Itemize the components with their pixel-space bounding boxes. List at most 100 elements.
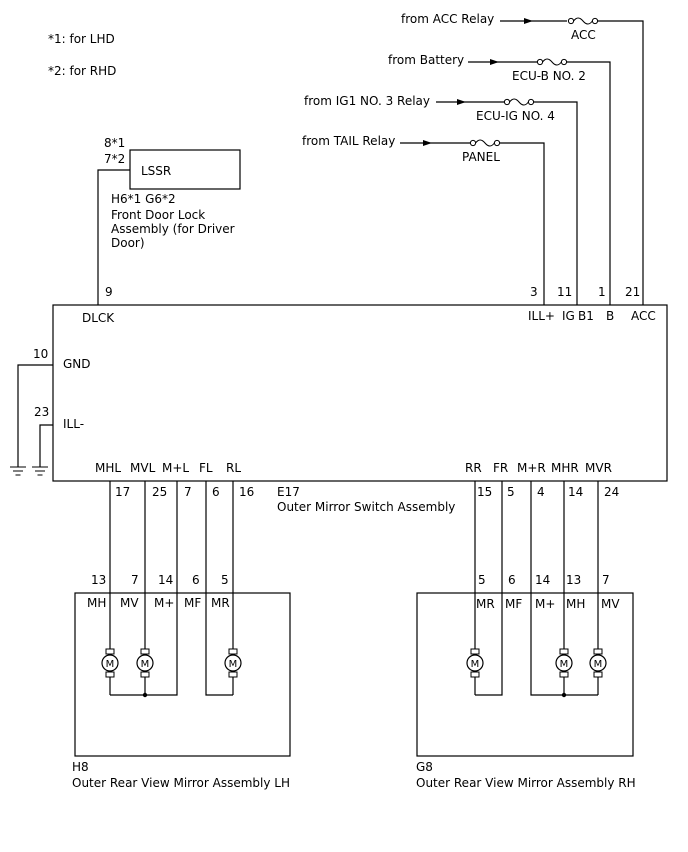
mirror-lh-code: H8: [72, 760, 89, 774]
lh-term-mr: MR: [211, 596, 230, 610]
term-fr: FR: [493, 461, 508, 475]
motor-lh-mr-symbol: M: [229, 659, 238, 670]
pin-11: 11: [557, 285, 572, 299]
pin-3: 3: [530, 285, 538, 299]
source-ig1-relay: from IG1 NO. 3 Relay: [304, 94, 430, 108]
mirror-lh-name: Outer Rear View Mirror Assembly LH: [72, 776, 290, 790]
pin-1: 1: [598, 285, 606, 299]
tail-feed-wire: [400, 139, 545, 305]
rh-term-mh: MH: [566, 597, 585, 611]
term-mvr: MVR: [585, 461, 612, 475]
door-lock-name-3: Door): [111, 236, 145, 250]
mirror-rh-code: G8: [416, 760, 433, 774]
motor-rh-mh: M: [555, 648, 573, 678]
lssr-label: LSSR: [141, 164, 171, 178]
term-mhl: MHL: [95, 461, 121, 475]
lh-pin-13: 13: [91, 573, 106, 587]
term-b1: B1: [578, 309, 594, 323]
pin-9: 9: [105, 285, 113, 299]
pin-17: 17: [115, 485, 130, 499]
motor-lh-mh-symbol: M: [106, 659, 115, 670]
lh-term-mv: MV: [120, 596, 139, 610]
rh-term-mf: MF: [505, 597, 522, 611]
mirror-rh-name: Outer Rear View Mirror Assembly RH: [416, 776, 636, 790]
motor-rh-mr-symbol: M: [471, 659, 480, 670]
ig-feed-wire: [436, 98, 578, 305]
term-rl: RL: [226, 461, 241, 475]
door-lock-name-2: Assembly (for Driver: [111, 222, 235, 236]
rh-mirror-wiring: [474, 481, 599, 698]
fuse-ecu-ig-label: ECU-IG NO. 4: [476, 109, 555, 123]
rh-pin-6: 6: [508, 573, 516, 587]
motor-rh-mr: M: [466, 648, 484, 678]
switch-name: Outer Mirror Switch Assembly: [277, 500, 455, 514]
fuse-ecu-b-label: ECU-B NO. 2: [512, 69, 586, 83]
pin-7: 7: [184, 485, 192, 499]
term-m-plus-r: M+R: [517, 461, 546, 475]
rh-pin-14: 14: [535, 573, 550, 587]
term-m-plus-l: M+L: [162, 461, 189, 475]
rh-pin-13: 13: [566, 573, 581, 587]
motor-lh-mv: M: [136, 648, 154, 678]
acc-feed-wire: [500, 17, 644, 305]
pin-25: 25: [152, 485, 167, 499]
dlck-wire: [97, 169, 130, 305]
fuse-acc-label: ACC: [571, 28, 596, 42]
pin-10: 10: [33, 347, 48, 361]
term-fl: FL: [199, 461, 213, 475]
rh-term-mr: MR: [476, 597, 495, 611]
lh-term-mf: MF: [184, 596, 201, 610]
motor-rh-mh-symbol: M: [560, 659, 569, 670]
motor-lh-mh: M: [101, 648, 119, 678]
term-ill-minus: ILL-: [63, 417, 84, 431]
lh-pin-5: 5: [221, 573, 229, 587]
lssr-pin-lhd: 8*1: [104, 136, 125, 150]
ill-minus-wire: [32, 424, 53, 476]
pin-15: 15: [477, 485, 492, 499]
front-door-lock-box: [129, 149, 241, 190]
lssr-pin-rhd: 7*2: [104, 152, 125, 166]
source-acc-relay: from ACC Relay: [401, 12, 494, 26]
term-mvl: MVL: [130, 461, 156, 475]
term-gnd: GND: [63, 357, 91, 371]
door-lock-name-1: Front Door Lock: [111, 208, 205, 222]
note-rhd: *2: for RHD: [48, 64, 116, 78]
term-rr: RR: [465, 461, 482, 475]
door-lock-code: H6*1 G6*2: [111, 192, 176, 206]
gnd-wire: [10, 364, 53, 476]
note-lhd: *1: for LHD: [48, 32, 115, 46]
term-ill-plus: ILL+: [528, 309, 555, 323]
term-dlck: DLCK: [82, 311, 115, 325]
pin-14: 14: [568, 485, 583, 499]
motor-lh-mv-symbol: M: [141, 659, 150, 670]
lh-term-m-plus: M+: [154, 596, 174, 610]
lh-term-mh: MH: [87, 596, 106, 610]
motor-lh-mr: M: [224, 648, 242, 678]
source-tail-relay: from TAIL Relay: [302, 134, 395, 148]
term-acc: ACC: [631, 309, 656, 323]
lh-pin-14: 14: [158, 573, 173, 587]
pin-5: 5: [507, 485, 515, 499]
pin-21: 21: [625, 285, 640, 299]
rh-term-m-plus: M+: [535, 597, 555, 611]
battery-feed-wire: [468, 58, 611, 305]
motor-rh-mv: M: [589, 648, 607, 678]
pin-16: 16: [239, 485, 254, 499]
pin-23: 23: [34, 405, 49, 419]
motor-rh-mv-symbol: M: [594, 659, 603, 670]
outer-mirror-switch-box: [52, 304, 668, 482]
lh-pin-6: 6: [192, 573, 200, 587]
rh-pin-7: 7: [602, 573, 610, 587]
pin-24: 24: [604, 485, 619, 499]
term-b: B: [606, 309, 614, 323]
rh-term-mv: MV: [601, 597, 620, 611]
source-battery: from Battery: [388, 53, 464, 67]
pin-6: 6: [212, 485, 220, 499]
term-ig: IG: [562, 309, 575, 323]
pin-4: 4: [537, 485, 545, 499]
switch-code: E17: [277, 485, 300, 499]
fuse-panel-label: PANEL: [462, 150, 500, 164]
term-mhr: MHR: [551, 461, 579, 475]
lh-mirror-wiring: [109, 481, 234, 698]
